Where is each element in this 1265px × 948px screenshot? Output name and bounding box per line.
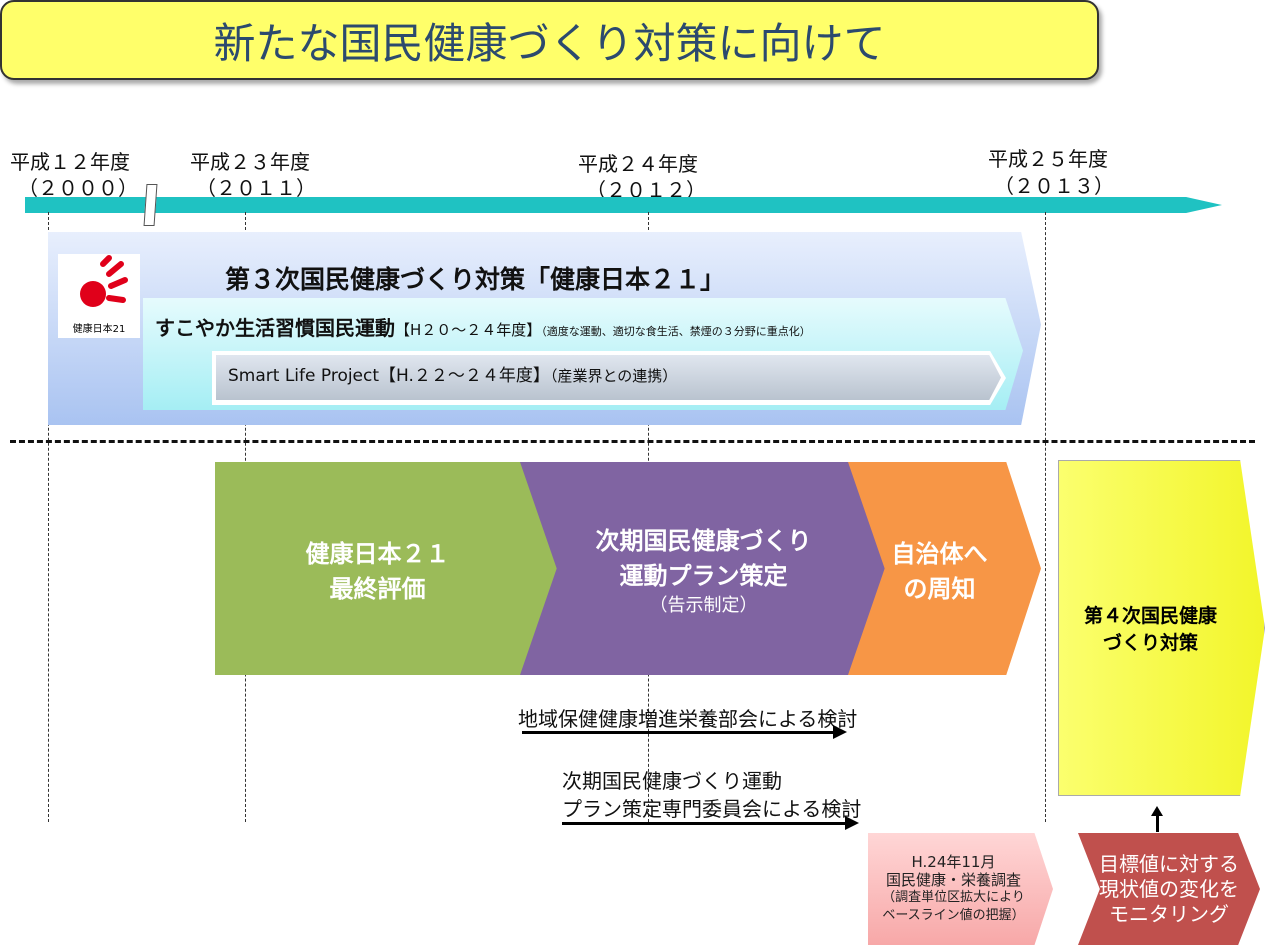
hand-logo-icon	[80, 255, 128, 307]
survey-line3: （調査単位区拡大により	[882, 890, 1025, 905]
timeline-era-2011: 平成２３年度	[190, 150, 310, 174]
review-committee-arrow	[562, 816, 859, 830]
campaign-name: すこやか生活習慣国民運動	[155, 316, 395, 340]
step1-line1: 健康日本２１	[305, 539, 450, 568]
smart-life-label: Smart Life Project【H.２２～２４年度】（産業界との連携）	[228, 361, 677, 386]
timeline-year-2011: （２０１１）	[196, 176, 316, 200]
timeline-break-marker	[143, 184, 158, 226]
campaign-label: すこやか生活習慣国民運動【H２０～２４年度】（適度な運動、適切な食生活、禁煙の３…	[155, 312, 811, 341]
monitoring-chevron: 目標値に対する現状値の変化をモニタリング	[1078, 833, 1260, 945]
up-arrow-icon	[1156, 812, 1159, 832]
plan4-line2: づくり対策	[1102, 632, 1198, 654]
monitor-line1: 目標値に対する	[1099, 851, 1239, 876]
step-plan-formulation: 次期国民健康づくり運動プラン策定 （告示制定）	[520, 462, 887, 675]
review-subcommittee: 地域保健健康増進栄養部会による検討	[518, 707, 858, 731]
kenko-nippon21-logo: 健康日本21	[58, 254, 140, 338]
step1-line2: 最終評価	[329, 574, 426, 603]
review-subcommittee-arrow	[522, 725, 847, 739]
plan3-title: 第３次国民健康づくり対策「健康日本２１」	[225, 265, 726, 294]
survey-line2: 国民健康・栄養調査	[885, 871, 1021, 889]
survey-box: H.24年11月国民健康・栄養調査（調査単位区拡大によりベースライン値の把握）	[868, 833, 1053, 945]
step2-line3: （告示制定）	[649, 594, 758, 616]
campaign-note: （適度な運動、適切な食生活、禁煙の３分野に重点化）	[541, 325, 811, 338]
timeline-era-2000: 平成１２年度	[10, 150, 130, 174]
survey-line1: H.24年11月	[911, 853, 996, 871]
monitor-line3: モニタリング	[1109, 901, 1229, 926]
smart-life-period: 【H.２２～２４年度】	[379, 366, 550, 386]
monitor-line2: 現状値の変化を	[1099, 876, 1239, 901]
timeline-year-2000: （２０００）	[18, 176, 138, 200]
guide-2000	[48, 212, 49, 822]
guide-2013	[1045, 212, 1046, 822]
timeline-bar	[25, 197, 1222, 213]
plan4-line1: 第４次国民健康	[1083, 605, 1217, 627]
step3-line2: の周知	[903, 574, 976, 603]
logo-text: 健康日本21	[72, 324, 126, 335]
campaign-period: 【H２０～２４年度】	[395, 321, 542, 339]
survey-line4: ベースライン値の把握）	[882, 908, 1025, 923]
step2-line1: 次期国民健康づくり	[595, 526, 812, 555]
up-arrow-head	[1151, 806, 1163, 816]
step2-line2: 運動プラン策定	[619, 561, 788, 590]
review-committee-line2: プラン策定専門委員会による検討	[562, 797, 862, 821]
smart-life-note: （産業界との連携）	[549, 367, 678, 385]
timeline-year-2013: （２０１３）	[994, 174, 1114, 198]
timeline-era-2013: 平成２５年度	[988, 147, 1108, 171]
smart-life-name: Smart Life Project	[228, 366, 380, 386]
review-committee-line1: 次期国民健康づくり運動	[562, 769, 782, 793]
timeline-era-2012: 平成２４年度	[578, 152, 698, 176]
smart-life-fill	[216, 355, 1001, 400]
step-final-evaluation: 健康日本２１ 最終評価	[215, 462, 570, 675]
section-divider	[10, 440, 1255, 443]
plan4-chevron: 第４次国民健康づくり対策	[1058, 460, 1265, 796]
step3-line1: 自治体へ	[891, 539, 988, 568]
slide-title: 新たな国民健康づくり対策に向けて	[0, 0, 1099, 80]
